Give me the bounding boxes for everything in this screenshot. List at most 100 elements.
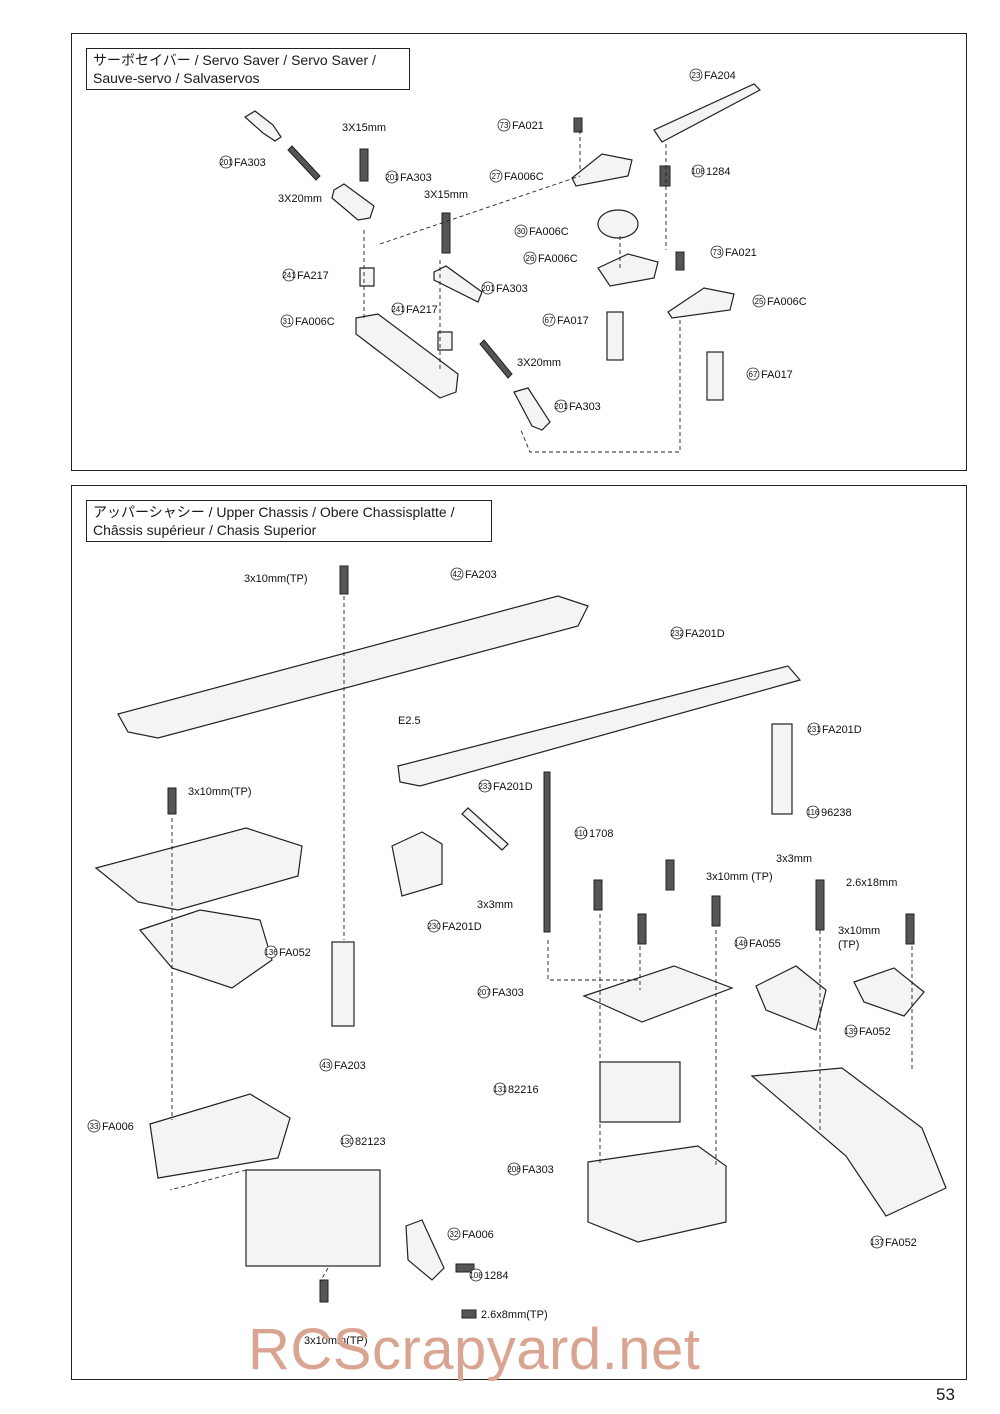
part-code: 3x3mm	[776, 853, 812, 865]
callout-chassis-9: 3x3mm	[477, 899, 513, 911]
servo-arm-part	[355, 313, 459, 399]
screw-part	[339, 565, 349, 595]
part-number-circle	[523, 251, 537, 265]
part-number: 73	[500, 121, 509, 130]
box-base-part	[587, 1145, 727, 1243]
servo-horn-part	[405, 1219, 445, 1281]
part-number: 25	[755, 297, 764, 306]
part-number: 110	[575, 829, 588, 838]
part-number-circle	[691, 164, 705, 178]
clamp-part	[853, 967, 925, 1017]
part-number: 33	[90, 1122, 99, 1131]
part-code: FA006	[462, 1229, 494, 1241]
part-number: 67	[749, 370, 758, 379]
part-number: 108	[469, 1271, 483, 1280]
saver-horn-part	[571, 153, 633, 187]
part-code: 82216	[508, 1084, 539, 1096]
post-part	[706, 351, 724, 401]
part-number: 208	[507, 1165, 521, 1174]
part-number-circle	[746, 367, 760, 381]
part-code: FA303	[234, 157, 266, 169]
part-code: FA303	[569, 401, 601, 413]
ball-end-part	[433, 265, 483, 303]
part-number: 130	[340, 1137, 354, 1146]
part-code: FA055	[749, 938, 781, 950]
part-number-circle	[280, 314, 294, 328]
servo-mount-part	[94, 827, 303, 911]
part-number: 136	[264, 948, 278, 957]
saver-base-part	[597, 253, 659, 287]
upper-chassis-title-line1: アッパーシャシー / Upper Chassis / Obere Chassis…	[93, 504, 455, 520]
part-code: 1284	[484, 1270, 508, 1282]
part-number-circle	[497, 118, 511, 132]
part-code: FA006	[102, 1121, 134, 1133]
screw-part	[319, 1279, 329, 1303]
part-number: 26	[526, 254, 535, 263]
callout-chassis-17: (TP)	[838, 939, 859, 951]
mount-block-part	[391, 831, 443, 897]
part-number: 108	[691, 167, 705, 176]
part-number: 148	[734, 939, 748, 948]
part-code: 1708	[589, 828, 613, 840]
part-number-circle	[514, 224, 528, 238]
threaded-rod-part	[479, 339, 513, 379]
part-number: 31	[283, 317, 292, 326]
part-number: 131	[493, 1085, 507, 1094]
callout-servo-2: 3X15mm	[342, 122, 386, 134]
part-number: 32	[450, 1230, 459, 1239]
part-number: 232	[670, 629, 684, 638]
part-code: 3x10mm(TP)	[304, 1335, 368, 1347]
pin-part	[461, 807, 509, 851]
part-number: 42	[453, 570, 462, 579]
part-number-circle	[477, 985, 491, 999]
part-code: 96238	[821, 807, 852, 819]
part-number-circle	[554, 399, 568, 413]
part-number: 241	[391, 305, 405, 314]
part-number-circle	[87, 1119, 101, 1133]
part-number: 23	[692, 71, 701, 80]
part-number-circle	[264, 945, 278, 959]
part-code: FA006C	[767, 296, 807, 308]
upper-chassis-plate-part	[117, 595, 589, 739]
receiver-part	[599, 1061, 681, 1123]
part-code: 2.6x18mm	[846, 877, 897, 889]
part-number-circle	[507, 1162, 521, 1176]
watermark-text: RCScrapyard.net	[248, 1317, 701, 1382]
part-number-circle	[481, 281, 495, 295]
part-code: 1284	[706, 166, 730, 178]
part-code: FA052	[885, 1237, 917, 1249]
screw-part	[665, 859, 675, 891]
rod-plate-part	[397, 665, 802, 787]
saver-horn-part	[667, 287, 735, 319]
part-code: FA204	[704, 70, 736, 82]
screw-part	[593, 879, 603, 911]
upper-chassis-drawings	[94, 565, 947, 1319]
part-code: FA303	[492, 987, 524, 999]
box-lid-part	[582, 965, 734, 1023]
callout-chassis-3: E2.5	[398, 715, 421, 727]
part-number-circle	[489, 169, 503, 183]
part-code: 3x3mm	[477, 899, 513, 911]
post-part	[771, 723, 793, 815]
part-number-circle	[450, 567, 464, 581]
ball-end-part	[513, 387, 551, 431]
screw-part	[441, 212, 451, 254]
part-code: FA006C	[538, 253, 578, 265]
part-code: 2.6x8mm(TP)	[481, 1309, 548, 1321]
